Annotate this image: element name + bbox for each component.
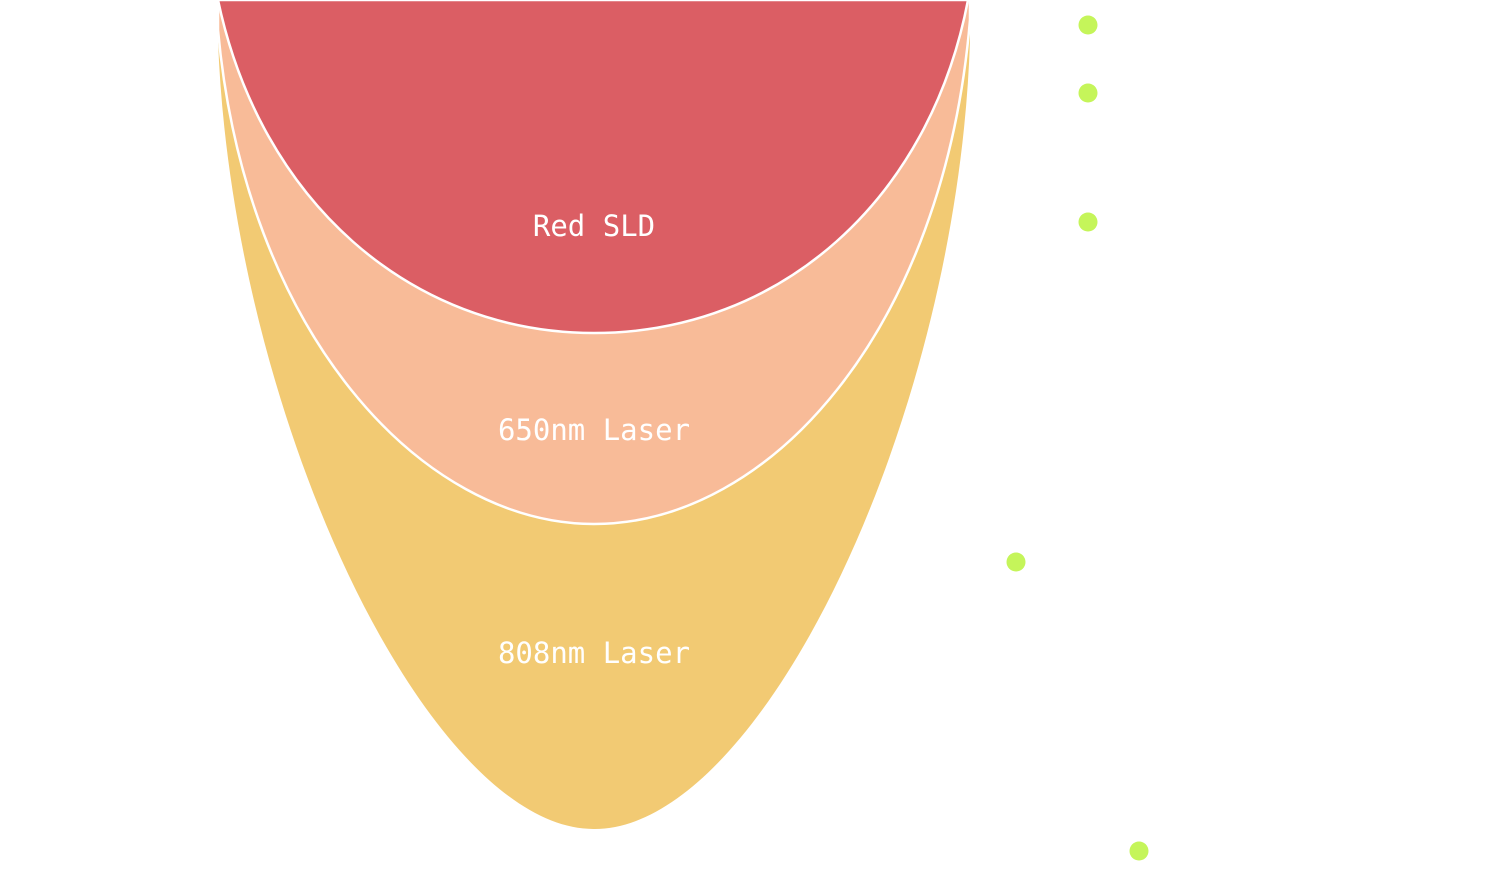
marker-dot	[1006, 552, 1026, 572]
label-650nm-laser: 650nm Laser	[498, 413, 690, 447]
label-808nm-laser: 808nm Laser	[498, 636, 690, 670]
label-red-sld: Red SLD	[533, 209, 655, 243]
marker-dot	[1129, 841, 1149, 861]
marker-dot	[1078, 15, 1098, 35]
marker-dot	[1078, 83, 1098, 103]
marker-dot	[1078, 212, 1098, 232]
layer-red-sld	[216, 0, 970, 335]
